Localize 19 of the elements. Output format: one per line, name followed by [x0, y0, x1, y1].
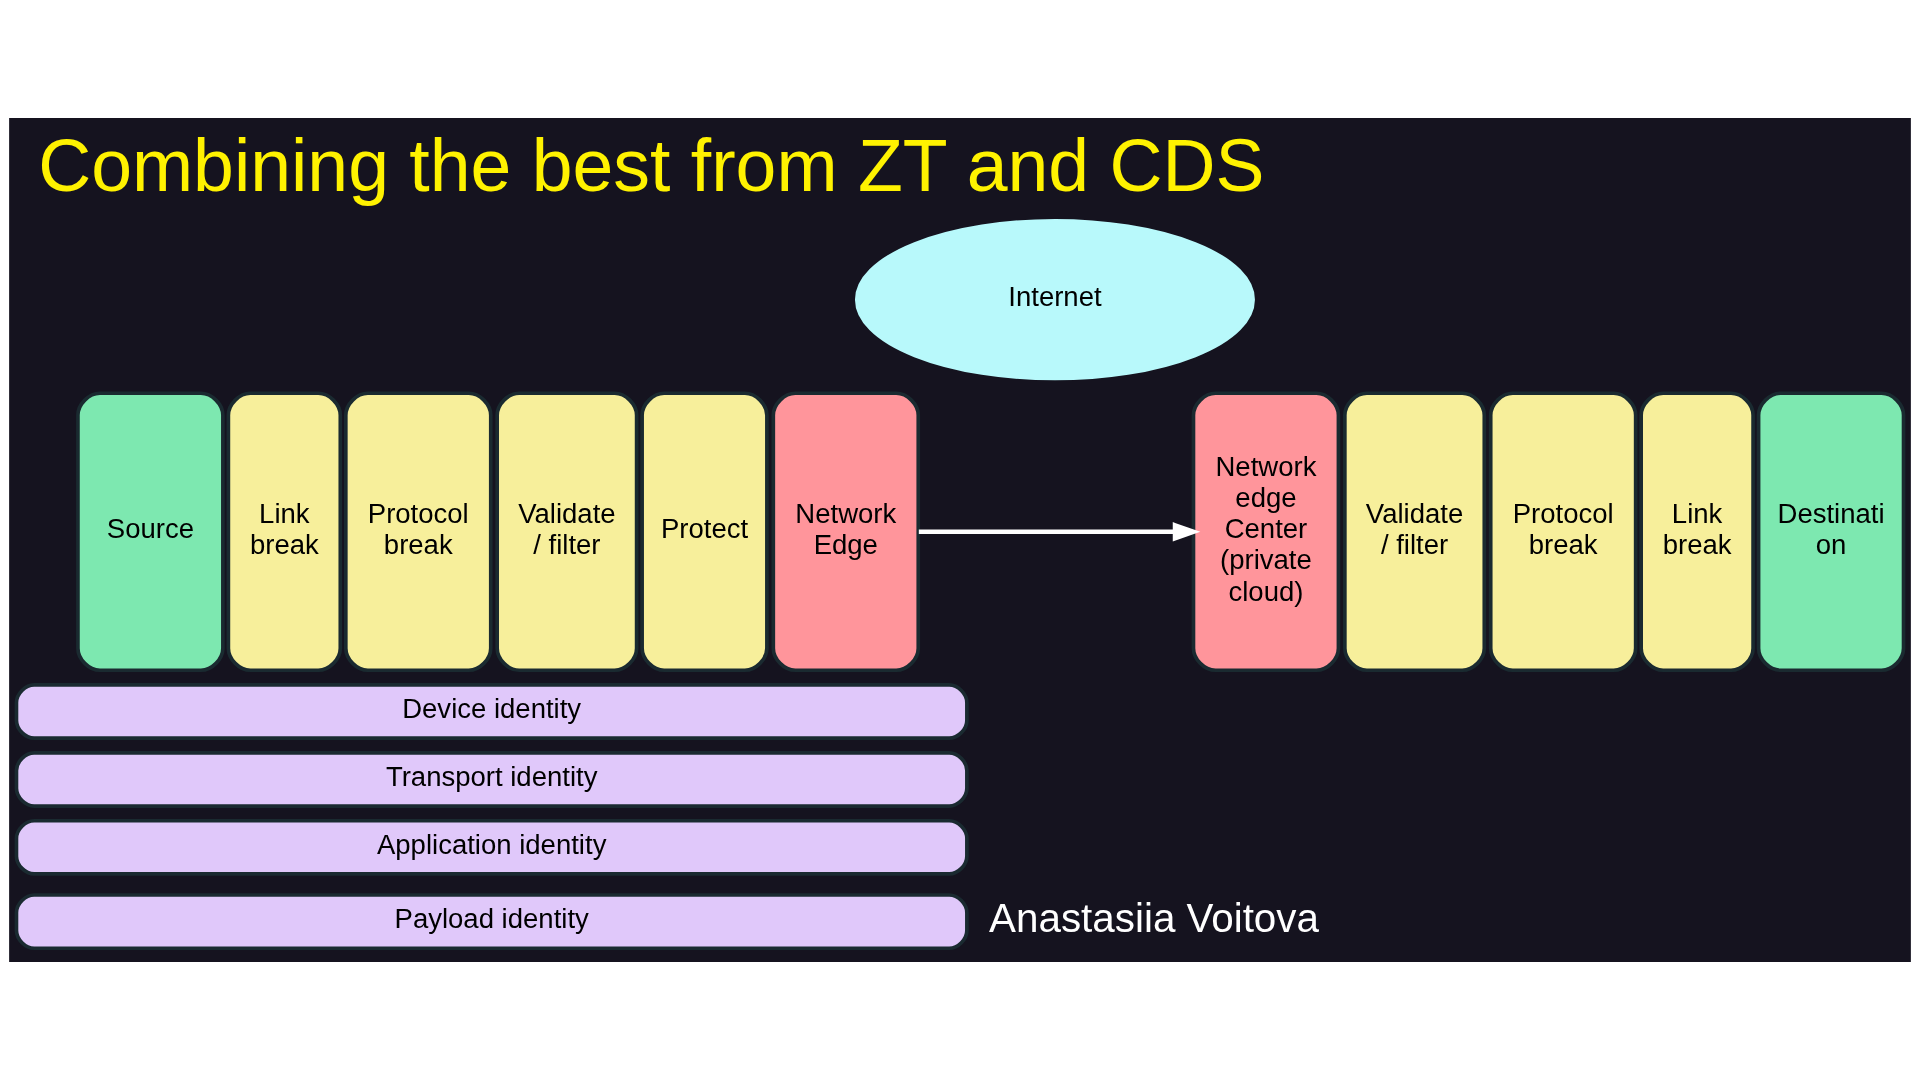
- node-box: Protect: [640, 391, 769, 673]
- node-box: Device identity: [14, 683, 969, 740]
- node-box: Link break: [1639, 391, 1755, 673]
- node-box: Network edge Center (private cloud): [1191, 391, 1341, 673]
- node-box: Destinati on: [1756, 391, 1906, 673]
- arrow: [918, 522, 1201, 542]
- node-box: Validate / filter: [1343, 391, 1487, 673]
- node-box: Link break: [226, 391, 343, 673]
- diagram-title: Combining the best from ZT and CDS: [38, 125, 1265, 208]
- node-box: Validate / filter: [495, 391, 639, 673]
- node-box: Protocol break: [343, 391, 493, 673]
- node-box: Source: [76, 391, 225, 673]
- node-box: Transport identity: [14, 751, 969, 808]
- label: Anastasiia Voitova: [989, 894, 1319, 941]
- node-box: Payload identity: [14, 893, 969, 951]
- node-ellipse: Internet: [854, 218, 1255, 381]
- node-box: Network Edge: [771, 391, 921, 673]
- node-box: Application identity: [14, 818, 969, 876]
- node-box: Protocol break: [1488, 391, 1638, 673]
